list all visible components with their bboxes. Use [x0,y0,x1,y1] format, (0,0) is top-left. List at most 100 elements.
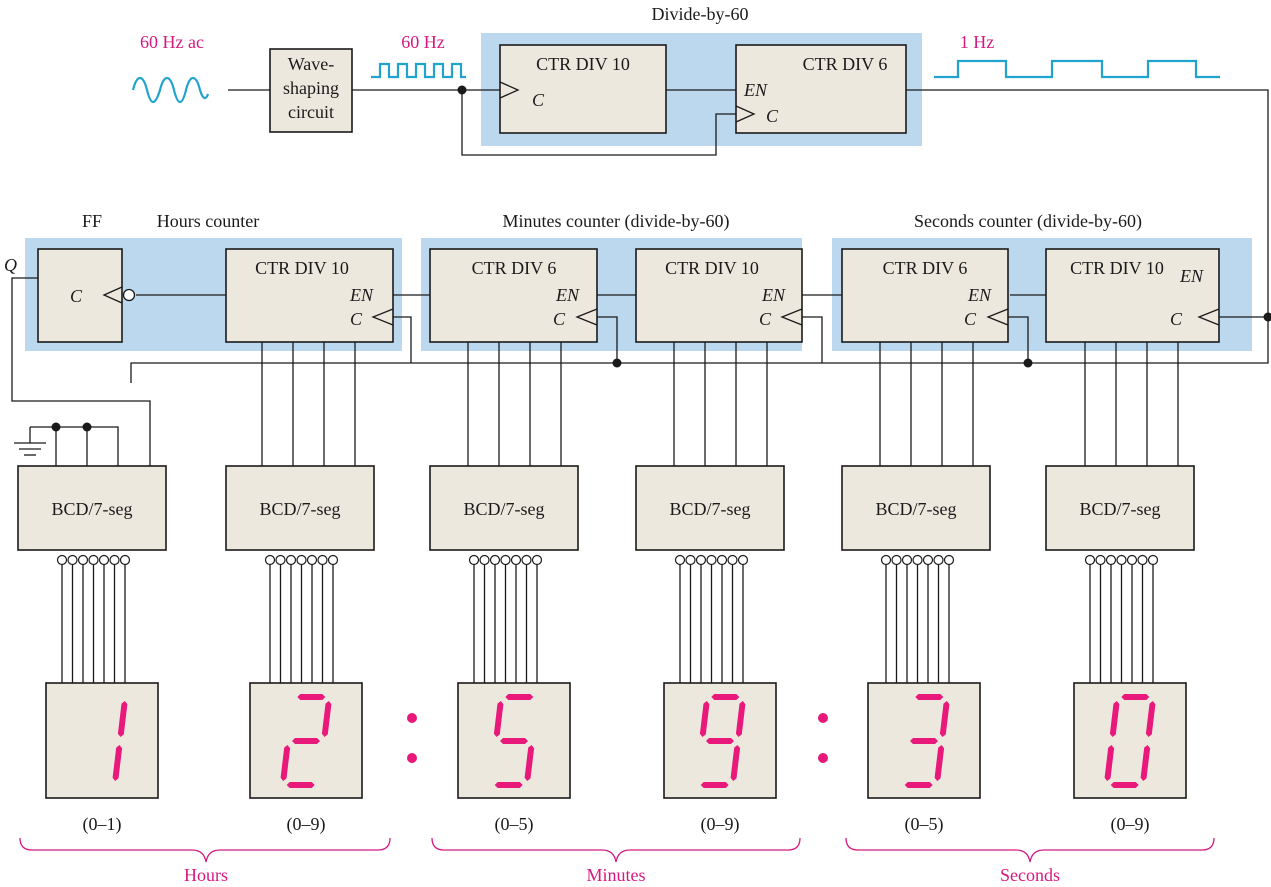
hours-tens-pin-1 [67,554,78,566]
minutes-div10-title: CTR DIV 10 [665,258,759,278]
seconds-units-display: (0–9) [1073,682,1187,835]
hours-tens-decoder-label: BCD/7-seg [52,499,133,519]
hours-tens-pin-4 [98,554,110,566]
seconds-div6-en: EN [967,285,992,305]
seconds-tens-segment-c [934,745,945,781]
minutes-counter-label: Minutes counter (divide-by-60) [503,211,730,232]
hours-units-segment-d [286,782,315,788]
prescaler-div10-title: CTR DIV 10 [536,54,630,74]
wire-1hz-to-seconds [906,89,1269,318]
waveshaper-line2: shaping [283,78,339,98]
seconds-tens-display: (0–5) [867,682,981,835]
prescaler-div10-counter [499,44,667,134]
hours-units-segment-b [321,701,332,737]
bcd-bus-lines [261,342,1179,466]
minutes-div6-title: CTR DIV 6 [472,258,557,278]
hours-units-segment-a [297,694,326,700]
seconds-units-segment-c [1140,745,1151,781]
seconds-div10-clock-triangle [1197,308,1220,326]
wire-clock-to-minutes-div10 [802,316,823,363]
square-wave-60hz [371,62,466,79]
junction-ground-b [82,422,92,432]
hours-units-display: (0–9) [249,682,363,835]
seconds-div10-title: CTR DIV 10 [1070,258,1164,278]
minutes-div10-clock-triangle [780,308,803,326]
seconds-div10-counter [1045,248,1220,343]
prescaler-div6-title: CTR DIV 6 [803,54,888,74]
signal-1hz-label: 1 Hz [960,32,995,52]
seconds-div10-c: C [1170,309,1183,329]
hours-div10-en: EN [349,285,374,305]
minutes-units-pin-1 [685,554,696,566]
minutes-div6-counter [429,248,598,343]
hours-units-pin-1 [275,554,286,566]
junction-1hz [1263,312,1271,322]
minutes-tens-pin-3 [500,554,511,566]
seconds-div6-clock-triangle [986,308,1009,326]
wire-clock-to-seconds-div6 [1008,316,1029,363]
seconds-units-range-label: (0–9) [1111,814,1150,835]
minutes-tens-decoder: BCD/7-seg [429,465,579,683]
minutes-tens-pin-0 [468,554,480,566]
divide-by-60-label: Divide-by-60 [652,4,749,24]
hours-units-decoder-label: BCD/7-seg [260,499,341,519]
seconds-units-pin-4 [1126,554,1138,566]
hours-tens-pin-2 [77,554,89,566]
seconds-tens-decoder: BCD/7-seg [841,465,991,683]
wire-60hz-to-div6-clock [461,90,736,156]
minutes-brace [431,837,801,863]
hours-tens-display: (0–1) [45,682,159,835]
minutes-tens-pin-4 [510,554,522,566]
displays-layer: (0–1)(0–9)(0–5)(0–9)(0–5)(0–9) [45,682,1187,835]
seconds-div10-en: EN [1179,266,1204,286]
hours-units-pin-6 [327,554,339,566]
minutes-div10-en: EN [761,285,786,305]
hours-tens-pin-6 [119,554,131,566]
hours-tens-decoder-box [17,465,167,551]
minutes-tens-segment-c [524,745,535,781]
q-output-label: Q [4,255,17,275]
seconds-group-label: Seconds [1000,865,1060,885]
waveshaper-line3: circuit [288,102,334,122]
seconds-units-decoder: BCD/7-seg [1045,465,1195,683]
prescaler-div6-clock-triangle [735,105,756,123]
waveshaping-circuit [269,48,353,133]
colon-dot-minutes-seconds-bottom [818,753,828,763]
seconds-units-segment-e [1104,745,1115,781]
seconds-div6-title: CTR DIV 6 [883,258,968,278]
seconds-tens-pin-0 [880,554,892,566]
seconds-units-pin-6 [1147,554,1159,566]
hours-units-pin-0 [264,554,276,566]
seconds-div6-c: C [964,309,977,329]
waveshaper-line1: Wave- [288,54,335,74]
hours-tens-decoder: BCD/7-seg [17,465,167,683]
hours-tens-range-label: (0–1) [83,814,122,835]
hours-units-decoder-box [225,465,375,551]
colon-dot-hours-minutes-top [407,713,417,723]
hours-brace [19,837,391,863]
seconds-tens-segment-b [939,701,950,737]
seconds-brace [845,837,1215,863]
minutes-units-decoder-label: BCD/7-seg [670,499,751,519]
seconds-tens-pin-1 [891,554,902,566]
hours-tens-segment-c [112,745,123,781]
minutes-units-pin-3 [706,554,717,566]
seconds-units-display-box [1073,682,1187,799]
seconds-tens-pin-2 [901,554,913,566]
hours-tens-pin-3 [88,554,99,566]
seconds-units-segment-a [1121,694,1150,700]
minutes-tens-segment-f [493,701,504,737]
hours-units-segment-g [292,738,320,744]
ff-label: FF [82,211,102,231]
seconds-units-pin-0 [1084,554,1096,566]
colon-dot-minutes-seconds-top [818,713,828,723]
minutes-tens-pin-6 [531,554,543,566]
wire-clock-to-hours-div10 [391,316,412,363]
minutes-tens-display-box [457,682,571,799]
minutes-units-pin-2 [695,554,707,566]
hours-units-range-label: (0–9) [287,814,326,835]
hours-units-segment-e [280,745,291,781]
seconds-tens-pin-3 [912,554,923,566]
prescaler-div6-c: C [766,106,779,126]
